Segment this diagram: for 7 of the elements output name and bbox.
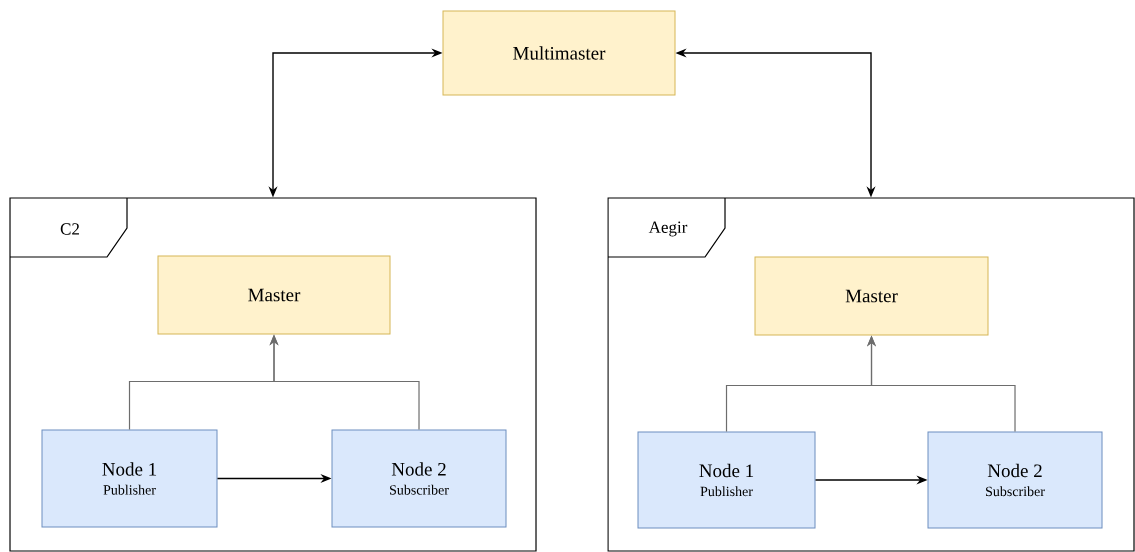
process-box: Node 1 Publisher (637, 431, 816, 529)
process-box: Master (754, 256, 989, 336)
process-box: Master (157, 255, 391, 335)
process-box: Node 2 Subscriber (927, 431, 1103, 529)
process-box: Multimaster (442, 10, 676, 96)
process-box: Node 1 Publisher (41, 429, 218, 528)
process-box: Node 2 Subscriber (331, 429, 507, 528)
